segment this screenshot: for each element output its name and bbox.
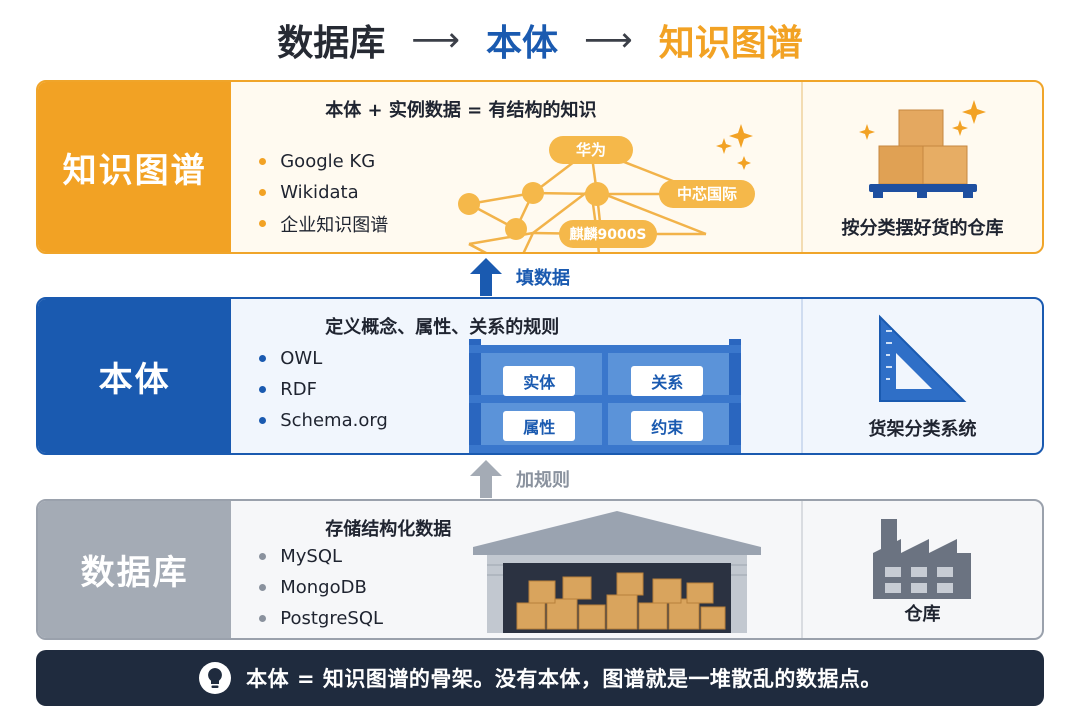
db-row-label: 数据库 [38,501,232,638]
list-item: Wikidata [259,177,388,208]
onto-row-metaphor: 货架分类系统 [803,299,1042,453]
title-ontology: 本体 [485,23,558,64]
shelf-tag-entity: 实体 [503,366,576,396]
bullet-dot-icon [259,220,267,227]
onto-metaphor-caption: 货架分类系统 [868,419,977,440]
kg-row-main: 本体 + 实例数据 = 有结构的知识 Google KG Wikidata 企业… [231,82,803,252]
kg-bullet-list: Google KG Wikidata 企业知识图谱 [259,146,388,239]
lightbulb-icon [199,662,232,694]
shelf-tag-attribute: 属性 [503,411,576,441]
title-arrow-2: ⟶ [584,20,633,60]
list-item: Schema.org [259,405,388,436]
knowledge-graph-row: 知识图谱 本体 + 实例数据 = 有结构的知识 Google KG Wikida… [36,80,1044,254]
list-item: 企业知识图谱 [259,208,388,239]
bullet-dot-icon [259,417,267,424]
warehouse-illustration [473,511,762,633]
bullet-dot-icon [259,158,267,165]
graph-node [522,182,545,204]
bullet-dot-icon [259,553,267,560]
title-arrow-1: ⟶ [411,20,460,60]
kg-headline: 本体 + 实例数据 = 有结构的知识 [325,100,597,121]
title-knowledge-graph: 知识图谱 [658,23,803,64]
bullet-dot-icon [259,386,267,393]
graph-node-huawei [549,136,634,164]
db-row-metaphor: 仓库 [803,501,1042,638]
graph-node-label: 麒麟9000S [570,226,647,243]
footer-banner: 本体 = 知识图谱的骨架。没有本体，图谱就是一堆散乱的数据点。 [36,650,1044,706]
sparkle-icon [716,124,754,170]
bullet-dot-icon [259,189,267,196]
title-database: 数据库 [277,23,386,64]
list-item: Google KG [259,146,388,177]
page-title: 数据库 ⟶ 本体 ⟶ 知识图谱 [0,14,1080,66]
graph-node-label: 华为 [576,141,606,159]
connector-label: 加规则 [516,470,570,491]
connector-add-rules: 加规则 [470,460,570,498]
pallet-boxes-icon [859,100,987,198]
list-item: MongoDB [259,572,383,603]
kg-row-label: 知识图谱 [38,82,232,252]
connector-fill-data: 填数据 [470,258,570,296]
list-item: OWL [259,343,388,374]
footer-text: 本体 = 知识图谱的骨架。没有本体，图谱就是一堆散乱的数据点。 [246,667,882,691]
db-bullet-list: MySQL MongoDB PostgreSQL [259,541,383,634]
onto-bullet-list: OWL RDF Schema.org [259,343,388,436]
onto-headline: 定义概念、属性、关系的规则 [325,317,560,338]
db-headline: 存储结构化数据 [325,519,452,540]
list-item: RDF [259,374,388,405]
list-item: MySQL [259,541,383,572]
arrow-up-icon [470,258,502,296]
onto-row-label: 本体 [38,299,232,453]
shelf-tag-relation: 关系 [631,366,704,396]
graph-node-smic [659,180,756,208]
onto-row-main: 定义概念、属性、关系的规则 OWL RDF Schema.org 实体 关系 属… [231,299,803,453]
db-row-main: 存储结构化数据 MySQL MongoDB PostgreSQL [231,501,803,638]
bullet-dot-icon [259,584,267,591]
factory-icon [873,519,972,599]
kg-row-metaphor: 按分类摆好货的仓库 [803,82,1042,252]
arrow-up-icon [470,460,502,498]
bullet-dot-icon [259,355,267,362]
graph-node [458,193,481,215]
connector-label: 填数据 [516,268,570,289]
graph-node-kirin [559,220,658,248]
ontology-row: 本体 定义概念、属性、关系的规则 OWL RDF Schema.org 实体 关… [36,297,1044,455]
shelf-tag-constraint: 约束 [631,411,704,441]
graph-node-label: 中芯国际 [677,185,737,203]
kg-graph-nodes: 华为 中芯国际 麒麟9000S [458,124,756,248]
kg-metaphor-caption: 按分类摆好货的仓库 [841,218,1004,239]
bullet-dot-icon [259,615,267,622]
set-square-ruler-icon [879,314,967,402]
graph-node [505,218,528,240]
list-item: PostgreSQL [259,603,383,634]
sparkle-icon [859,100,987,140]
database-row: 数据库 存储结构化数据 MySQL MongoDB PostgreSQL [36,499,1044,640]
graph-node [585,182,610,206]
db-metaphor-caption: 仓库 [904,604,941,625]
